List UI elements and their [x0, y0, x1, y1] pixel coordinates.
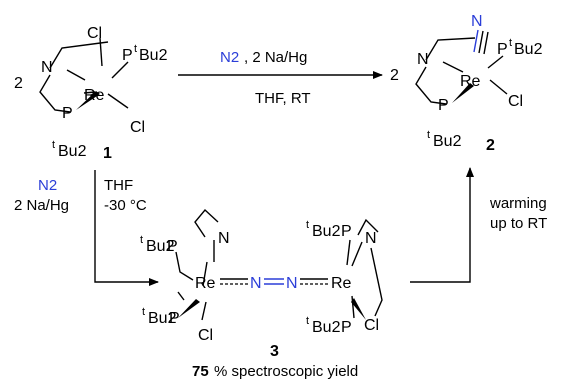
atom-p-3c: P [341, 223, 352, 240]
left-arrow-solvent: THF [104, 177, 133, 194]
atom-n-3a: N [218, 230, 230, 247]
label-t-sup-left-2: t [427, 129, 430, 141]
top-arrow-reagent-rest: , 2 Na/Hg [244, 49, 307, 66]
atom-cl-2: Cl [508, 93, 523, 110]
atom-p-left: P [62, 105, 73, 122]
atom-re: Re [84, 87, 105, 104]
top-arrow-conditions: THF, RT [255, 90, 311, 107]
right-arrow-line2: up to RT [490, 215, 547, 232]
atom-re-3a: Re [195, 275, 216, 292]
label-t-sup-3c: t [306, 219, 309, 231]
atom-cl-bottom: Cl [130, 119, 145, 136]
atom-p-right-2: P [497, 41, 508, 58]
compound-2-structure: 2 N N P t Bu2 Re Cl P t Bu2 2 [390, 13, 543, 154]
right-reaction-arrow: warming up to RT [410, 167, 547, 283]
label-t-sup-3d: t [306, 315, 309, 327]
left-arrow-na-hg: 2 Na/Hg [14, 197, 69, 214]
coefficient-2: 2 [390, 67, 399, 84]
top-arrow-n2: N2 [220, 49, 239, 66]
atom-p-3b: P [169, 310, 180, 327]
compound-3-structure: t Bu2 P N Re t Bu2 P Cl N N Re t Bu2 P N… [140, 208, 383, 380]
left-arrow-temperature: -30 °C [104, 197, 147, 214]
label-bu2: Bu2 [139, 47, 168, 64]
label-bu2-left: Bu2 [58, 143, 87, 160]
coefficient-1: 2 [14, 75, 23, 92]
atom-n-2: N [417, 51, 429, 68]
compound-label-3: 3 [270, 343, 279, 360]
atom-cl-3b: Cl [364, 317, 379, 334]
label-bu2-3a: Bu2 [146, 238, 175, 255]
label-bu2-2: Bu2 [514, 41, 543, 58]
yield-value: 75 [192, 363, 209, 380]
top-reaction-arrow: N2 , 2 Na/Hg THF, RT [178, 49, 383, 107]
compound-label-2: 2 [486, 137, 495, 154]
label-t-sup: t [134, 43, 137, 55]
atom-n-nitrido: N [471, 13, 483, 30]
label-t-sup-3a: t [140, 234, 143, 246]
label-bu2-3c: Bu2 [312, 223, 341, 240]
compound-label-1: 1 [103, 145, 112, 162]
atom-n-3b: N [365, 230, 377, 247]
atom-n-bridge-b: N [286, 275, 298, 292]
atom-cl-top: Cl [87, 25, 102, 42]
label-bu2-left-2: Bu2 [433, 133, 462, 150]
atom-p-3a: P [167, 238, 178, 255]
right-arrow-line1: warming [489, 195, 547, 212]
label-t-sup-left: t [52, 139, 55, 151]
atom-n: N [41, 59, 53, 76]
yield-text: % spectroscopic yield [214, 363, 358, 380]
atom-re-3b: Re [331, 275, 352, 292]
label-t-sup-3b: t [142, 306, 145, 318]
atom-cl-3a: Cl [198, 327, 213, 344]
atom-p-3d: P [341, 319, 352, 336]
label-bu2-3d: Bu2 [312, 319, 341, 336]
atom-re-2: Re [460, 73, 481, 90]
label-t-sup-2: t [509, 37, 512, 49]
compound-1-structure: 2 N Cl P t Bu2 Re Cl P t Bu2 1 [14, 25, 168, 162]
label-bu2-3b: Bu2 [148, 310, 177, 327]
left-arrow-n2: N2 [38, 177, 57, 194]
atom-n-bridge-a: N [250, 275, 262, 292]
left-reaction-arrow: N2 2 Na/Hg THF -30 °C [14, 170, 159, 286]
atom-p-right: P [122, 47, 133, 64]
atom-p-left-2: P [438, 97, 449, 114]
